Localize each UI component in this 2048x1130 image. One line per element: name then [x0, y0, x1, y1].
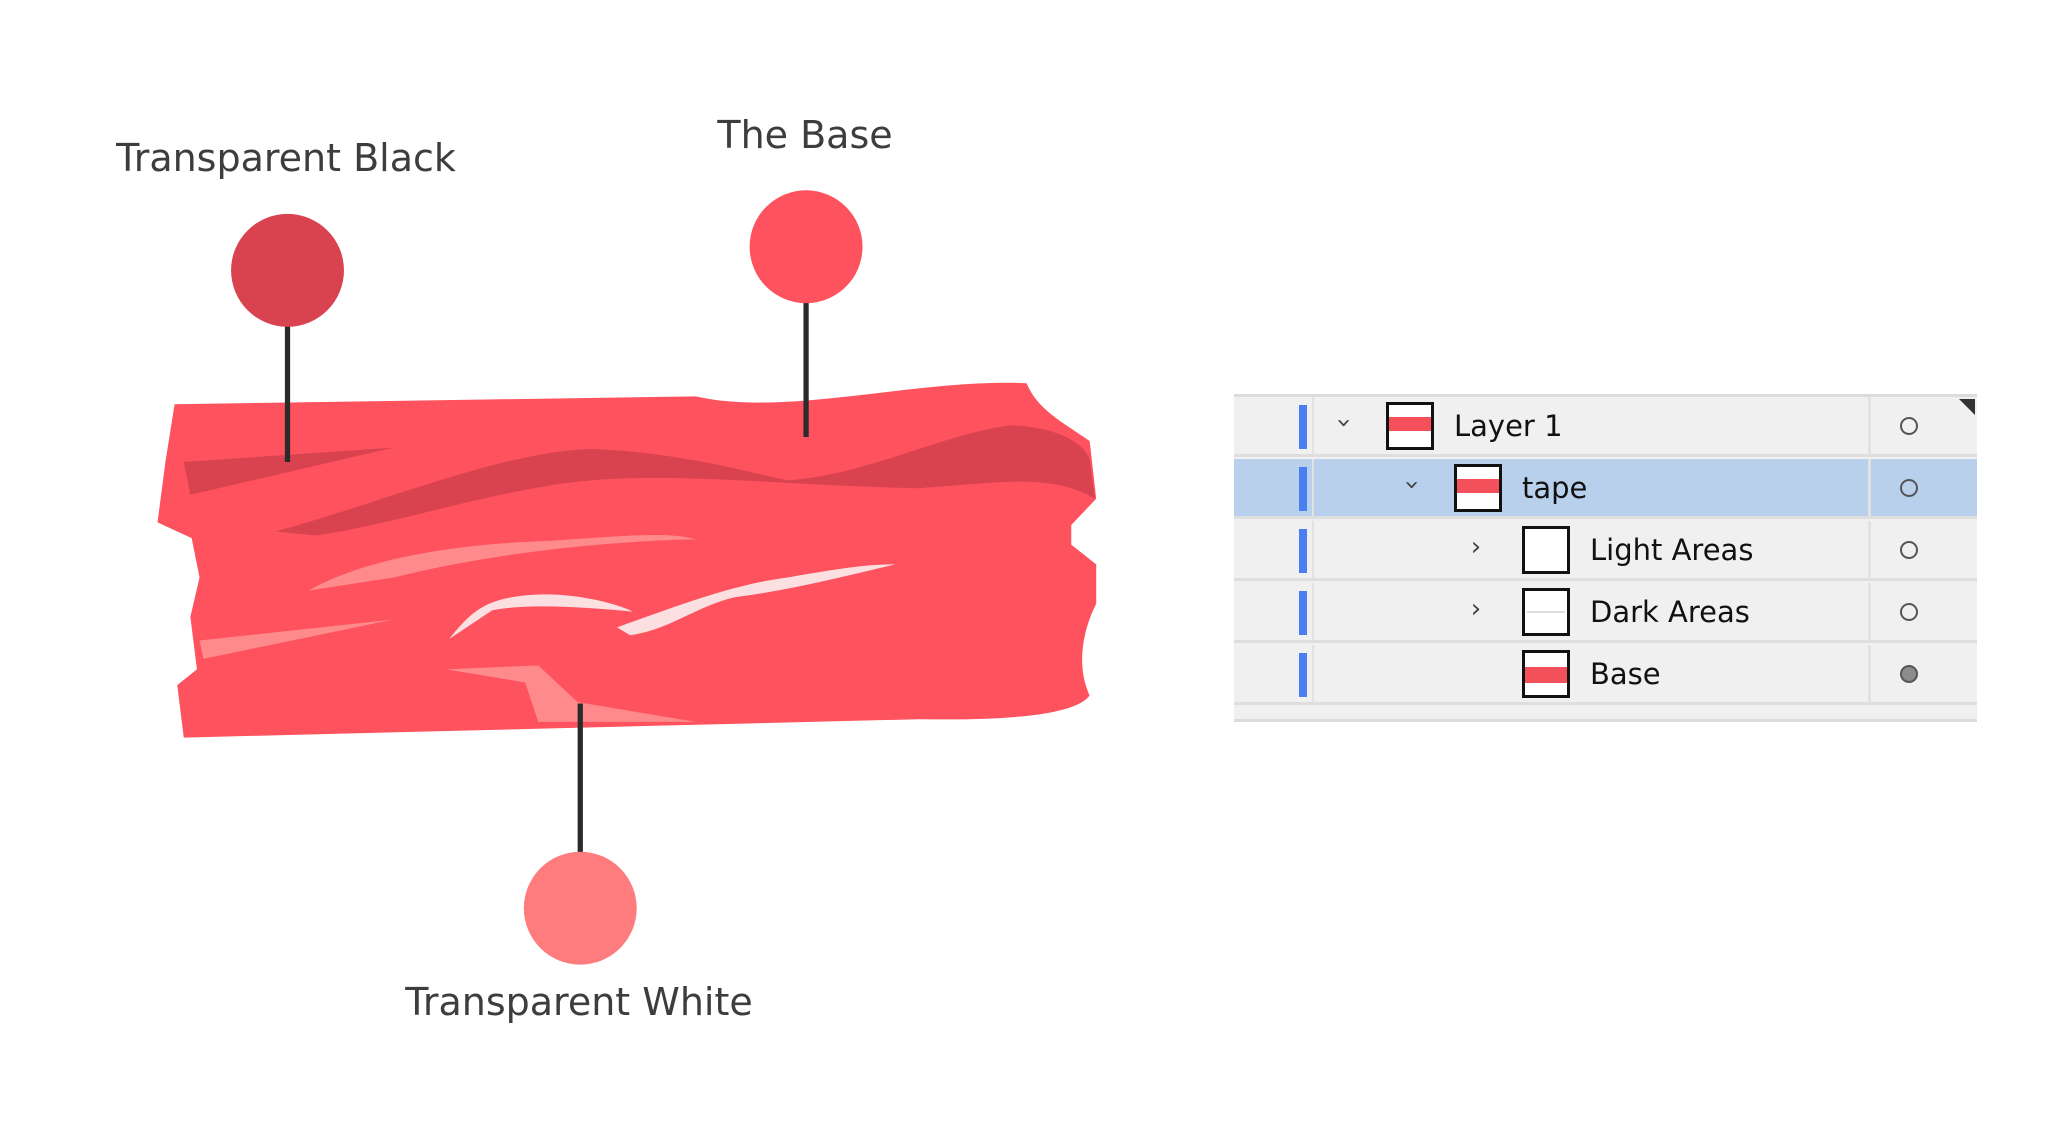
layer-thumbnail: [1454, 464, 1502, 512]
layer-name: Base: [1590, 657, 1661, 691]
dark-area-shape: [275, 425, 1095, 536]
chevron-down-icon[interactable]: ›: [1329, 417, 1359, 429]
light-area-shape: [446, 665, 696, 722]
tape-base-shape: [157, 382, 1097, 738]
label-transparent-black: Transparent Black: [116, 136, 456, 180]
layer-name: Light Areas: [1590, 533, 1754, 567]
layers-panel: › Layer 1 › tape › Light Areas › Dark Ar…: [1234, 394, 1977, 722]
visibility-circle-icon[interactable]: [1900, 665, 1918, 683]
layer-row-light-areas[interactable]: › Light Areas: [1234, 521, 1977, 581]
panel-corner-marker: [1959, 399, 1975, 415]
visibility-circle-icon[interactable]: [1900, 541, 1918, 559]
layer-row-dark-areas[interactable]: › Dark Areas: [1234, 583, 1977, 643]
light-area-shape: [199, 619, 394, 659]
layer-color-bar: [1299, 467, 1307, 511]
layer-color-bar: [1299, 591, 1307, 635]
chevron-down-icon[interactable]: ›: [1397, 479, 1427, 491]
transparent-black-swatch: [231, 213, 344, 327]
layer-name: Layer 1: [1454, 409, 1563, 443]
layer-row-layer-1[interactable]: › Layer 1: [1234, 397, 1977, 457]
visibility-circle-icon[interactable]: [1900, 479, 1918, 497]
layer-color-bar: [1299, 405, 1307, 449]
transparent-white-swatch: [523, 851, 637, 965]
base-swatch: [749, 190, 863, 304]
layer-thumbnail: [1522, 588, 1570, 636]
light-area-shape: [617, 564, 896, 636]
visibility-circle-icon[interactable]: [1900, 603, 1918, 621]
chevron-right-icon[interactable]: ›: [1470, 594, 1482, 624]
layer-color-bar: [1299, 653, 1307, 697]
layer-row-tape[interactable]: › tape: [1234, 459, 1977, 519]
layer-name: tape: [1522, 471, 1588, 505]
layer-row-base[interactable]: Base: [1234, 645, 1977, 705]
layer-thumbnail: [1522, 526, 1570, 574]
layer-thumbnail: [1386, 402, 1434, 450]
light-area-shape: [448, 594, 633, 640]
layer-color-bar: [1299, 529, 1307, 573]
label-transparent-white: Transparent White: [405, 980, 753, 1024]
label-the-base: The Base: [717, 113, 893, 157]
layer-name: Dark Areas: [1590, 595, 1750, 629]
visibility-circle-icon[interactable]: [1900, 417, 1918, 435]
light-area-shape: [308, 534, 696, 591]
layer-thumbnail: [1522, 650, 1570, 698]
chevron-right-icon[interactable]: ›: [1470, 532, 1482, 562]
dark-area-shape: [183, 447, 394, 495]
